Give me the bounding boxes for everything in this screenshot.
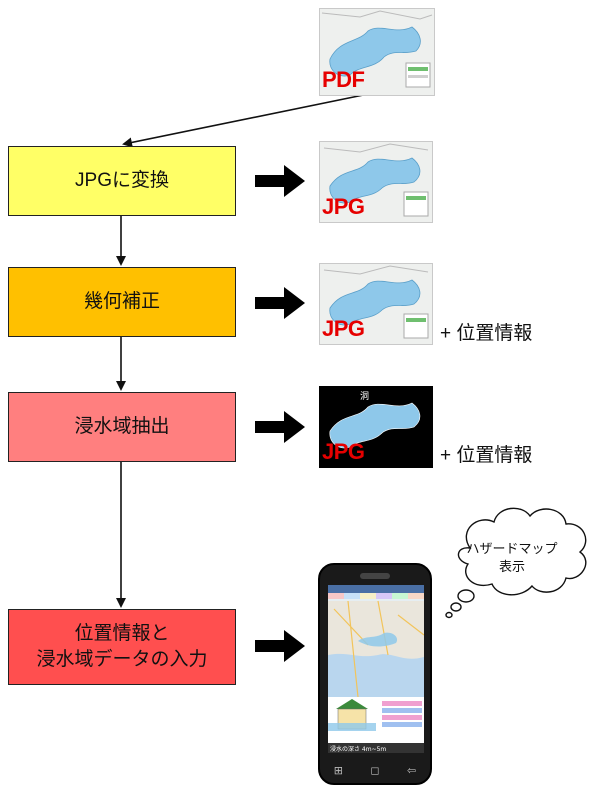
smartphone: 浸水の深さ 4m~5m ⊞ ◻ ⇦ — [318, 563, 432, 785]
jpg-label: JPG — [322, 194, 365, 219]
step-input-label: 位置情報と 浸水域データの入力 — [36, 623, 208, 670]
thought-bubble — [445, 507, 587, 619]
step-geometry-label: 幾何補正 — [83, 291, 160, 313]
step-data-input: 位置情報と 浸水域データの入力 — [8, 609, 236, 685]
phone-speaker — [360, 573, 390, 579]
jpg-label: JPG — [322, 316, 365, 341]
pdf-label: PDF — [322, 67, 365, 92]
step-geometric-correction: 幾何補正 — [8, 267, 236, 337]
phone-caption: 浸水の深さ 4m~5m — [330, 745, 386, 753]
step-convert-label: JPGに変換 — [75, 170, 169, 192]
jpg-label: JPG — [322, 439, 365, 464]
georeferenced-map-thumbnail: JPG — [319, 263, 433, 345]
phone-back-button[interactable]: ⇦ — [407, 765, 417, 777]
extract-output-arrow — [255, 411, 305, 443]
geometry-output-arrow — [255, 287, 305, 319]
extracted-flood-map-thumbnail: 洞 JPG — [319, 386, 433, 468]
convert-output-arrow — [255, 165, 305, 197]
plus-location-info: + 位置情報 — [440, 445, 533, 466]
step-flood-extraction: 浸水域抽出 — [8, 392, 236, 462]
phone-square-button[interactable]: ◻ — [370, 765, 380, 777]
phone-nav-buttons: ⊞ ◻ ⇦ — [320, 764, 430, 777]
pdf-to-convert-arrow — [122, 91, 379, 148]
phone-home-button[interactable]: ⊞ — [333, 765, 343, 777]
step-convert-jpg: JPGに変換 — [8, 146, 236, 216]
pdf-map-thumbnail: PDF — [319, 8, 435, 96]
hazard-map-bubble-text: ハザードマップ 表示 — [466, 541, 558, 574]
step-extract-label: 浸水域抽出 — [74, 416, 170, 438]
extracted-top-text: 洞 — [360, 391, 369, 402]
input-output-arrow — [255, 630, 305, 662]
phone-screen[interactable]: 浸水の深さ 4m~5m — [328, 585, 424, 753]
plus-location-info: + 位置情報 — [440, 323, 533, 344]
jpg-map-thumbnail: JPG — [319, 141, 433, 223]
